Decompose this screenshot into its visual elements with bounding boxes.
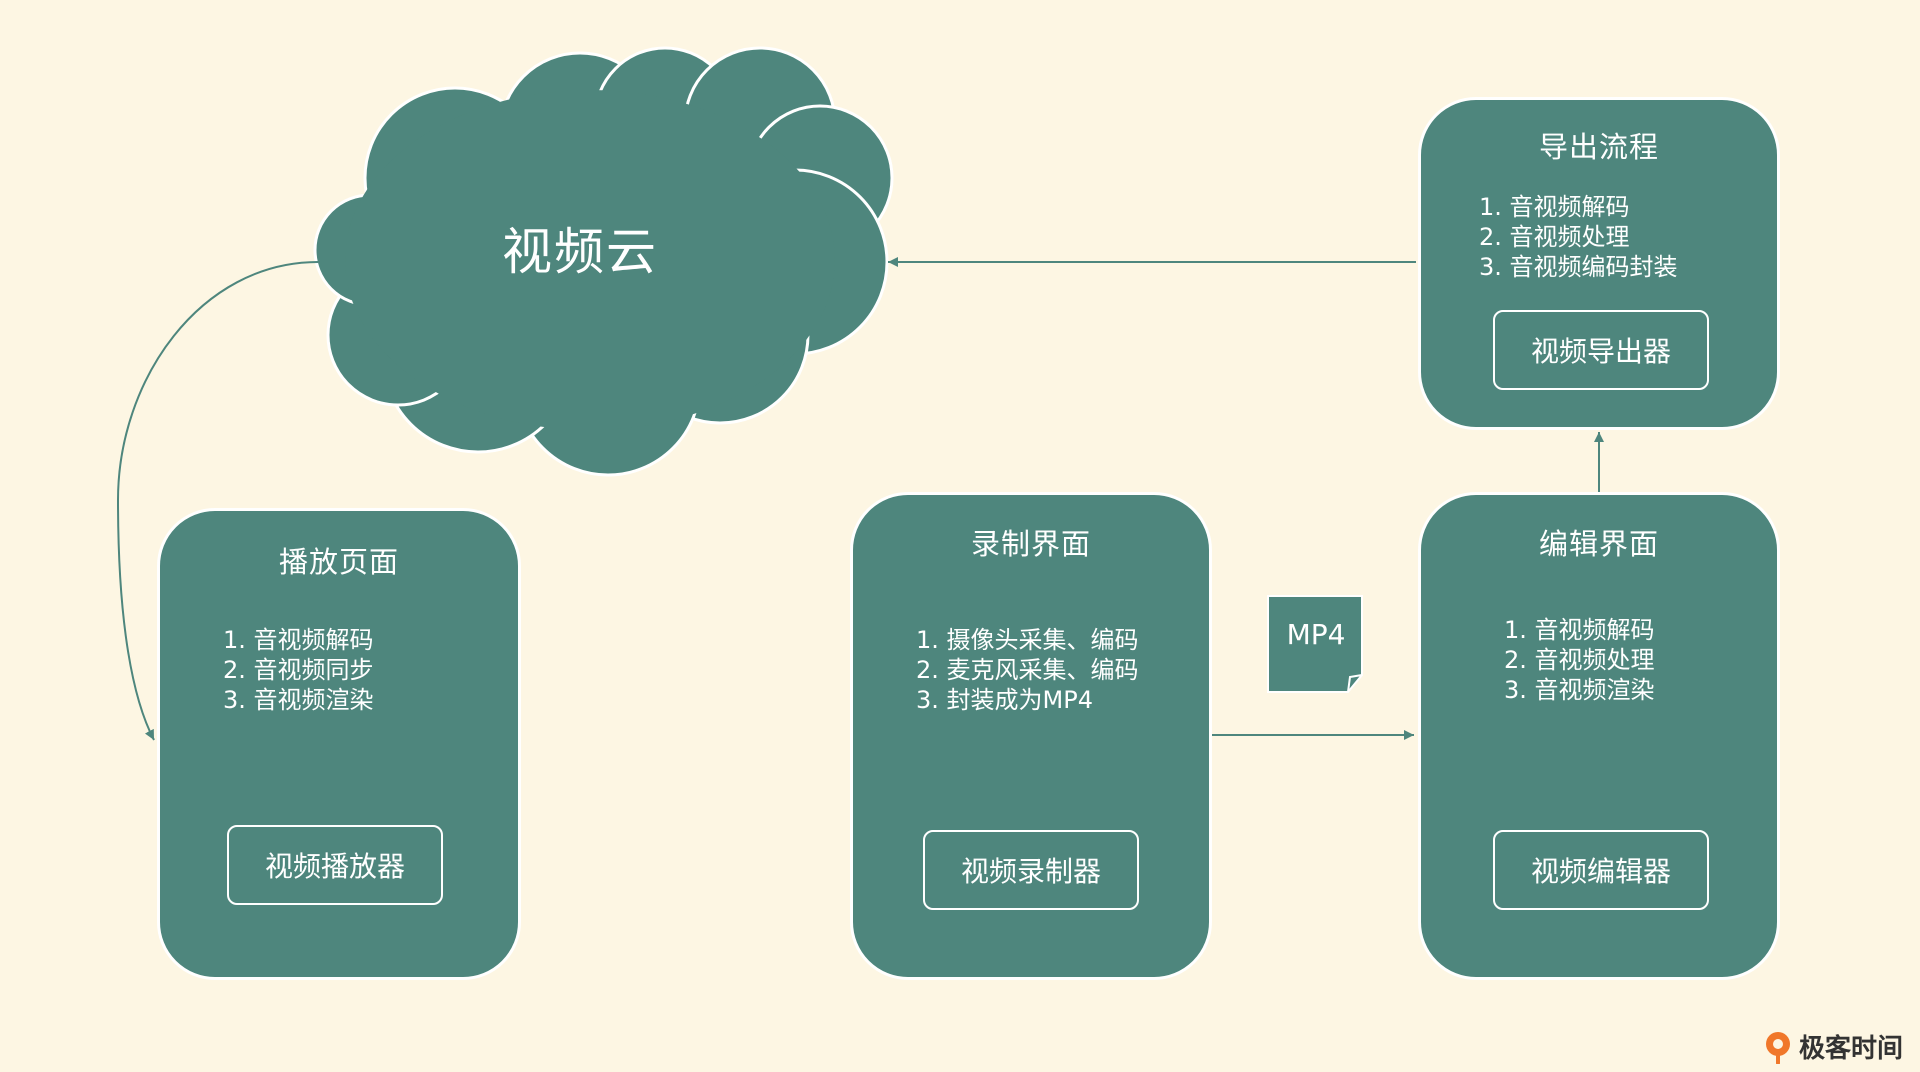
export-step: 3. 音视频编码封装	[1479, 253, 1678, 281]
playback-steps: 1. 音视频解码 2. 音视频同步 3. 音视频渲染	[223, 625, 374, 715]
export-step: 1. 音视频解码	[1479, 193, 1630, 221]
mp4-document-shape	[1267, 595, 1363, 693]
editing-step: 3. 音视频渲染	[1504, 676, 1655, 704]
export-flow-node: 导出流程 1. 音视频解码 2. 音视频处理 3. 音视频编码封装 视频导出器	[1418, 97, 1780, 430]
brand-logo-icon	[1766, 1031, 1790, 1064]
editing-steps: 1. 音视频解码 2. 音视频处理 3. 音视频渲染	[1504, 615, 1655, 705]
recording-step: 3. 封装成为MP4	[916, 686, 1093, 714]
editing-interface-node: 编辑界面 1. 音视频解码 2. 音视频处理 3. 音视频渲染 视频编辑器	[1418, 492, 1780, 980]
editing-interface-title: 编辑界面	[1538, 527, 1659, 561]
editing-step: 2. 音视频处理	[1504, 646, 1655, 674]
export-flow-title: 导出流程	[1538, 130, 1659, 164]
recording-interface-node: 录制界面 1. 摄像头采集、编码 2. 麦克风采集、编码 3. 封装成为MP4 …	[850, 492, 1212, 980]
playback-page-title: 播放页面	[278, 545, 399, 579]
cloud-core	[345, 90, 835, 430]
playback-step: 3. 音视频渲染	[223, 686, 374, 714]
playback-step: 2. 音视频同步	[223, 656, 374, 684]
brand-watermark: 极客时间	[1763, 1028, 1903, 1065]
playback-step: 1. 音视频解码	[223, 626, 374, 654]
export-steps: 1. 音视频解码 2. 音视频处理 3. 音视频编码封装	[1479, 192, 1678, 282]
recording-step: 1. 摄像头采集、编码	[916, 626, 1139, 654]
editing-step: 1. 音视频解码	[1504, 616, 1655, 644]
export-step: 2. 音视频处理	[1479, 223, 1630, 251]
playback-page-node: 播放页面 1. 音视频解码 2. 音视频同步 3. 音视频渲染 视频播放器	[157, 508, 521, 980]
video-player-button[interactable]: 视频播放器	[227, 825, 443, 905]
video-recorder-button[interactable]: 视频录制器	[923, 830, 1139, 910]
recording-interface-title: 录制界面	[970, 527, 1091, 561]
cloud-label: 视频云	[502, 223, 658, 281]
recording-step: 2. 麦克风采集、编码	[916, 656, 1139, 684]
mp4-file-label: MP4	[1286, 618, 1346, 651]
brand-name: 极客时间	[1799, 1034, 1904, 1064]
video-editor-button[interactable]: 视频编辑器	[1493, 830, 1709, 910]
mp4-fold-corner	[1347, 674, 1363, 693]
video-exporter-button[interactable]: 视频导出器	[1493, 310, 1709, 390]
recording-steps: 1. 摄像头采集、编码 2. 麦克风采集、编码 3. 封装成为MP4	[916, 625, 1139, 715]
connector-cloud-to-playback	[116, 261, 319, 741]
